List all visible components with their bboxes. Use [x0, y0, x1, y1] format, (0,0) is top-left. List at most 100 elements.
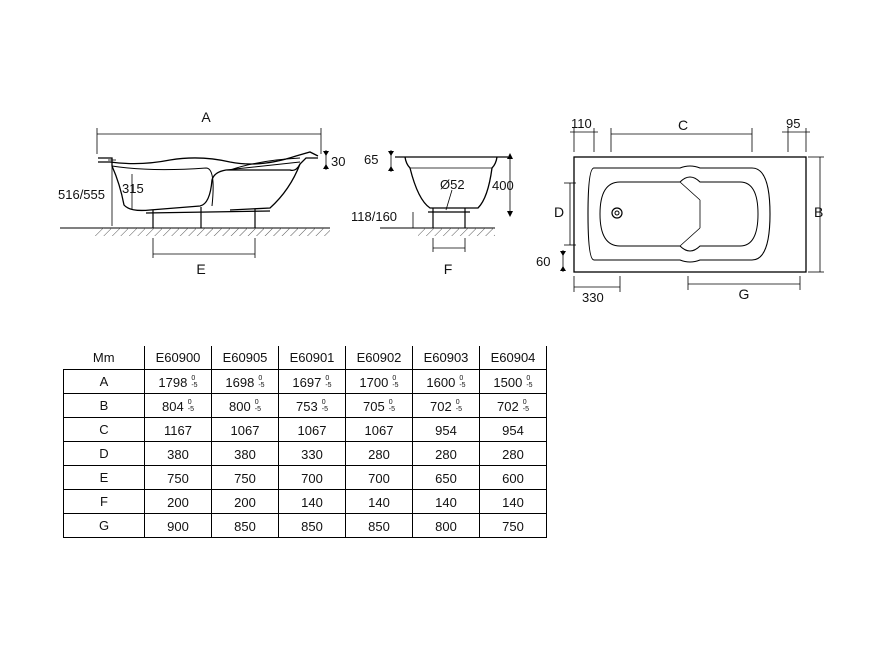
cell-value: 600: [502, 470, 524, 486]
side-tub-rim: [98, 151, 319, 165]
model-header: E60901: [278, 346, 346, 370]
top-bottom-offset-label: 60: [536, 254, 550, 269]
row-label: B: [63, 393, 145, 418]
top-left-margin-label: 110: [571, 116, 592, 131]
tolerance: 0-5: [188, 399, 194, 413]
side-legs: [145, 207, 271, 228]
top-label-d: D: [554, 204, 564, 220]
cell-value: 140: [435, 494, 457, 510]
table-cell: 200: [211, 489, 279, 514]
cell-value: 750: [502, 518, 524, 534]
model-header: E60904: [479, 346, 547, 370]
cell-value: 1067: [230, 422, 260, 438]
cell-value: 280: [368, 446, 390, 462]
tolerance: 0-5: [255, 399, 261, 413]
tolerance-lower: -5: [191, 382, 198, 390]
table-cell: 200: [144, 489, 212, 514]
tolerance-upper: 0: [258, 375, 263, 383]
cell-value: 1067: [364, 422, 394, 438]
tolerance-upper: 0: [455, 399, 460, 407]
cell-value: 330: [301, 446, 323, 462]
dimensions-table: Mm E60900 E60905 E60901 E60902 E60903 E6…: [63, 346, 547, 538]
cell-value: 1600: [426, 374, 456, 390]
table-cell: 750: [211, 465, 279, 490]
top-view: 110 C 95 D B 60 330 G: [536, 116, 824, 305]
table-cell: 330: [278, 441, 346, 466]
cell-value: 1700: [359, 374, 389, 390]
side-tub-outline: [98, 157, 318, 212]
row-label: G: [63, 513, 145, 538]
table-cell: 1067: [278, 417, 346, 442]
top-inner-floor: [599, 176, 759, 252]
cell-value: 954: [435, 422, 457, 438]
table-cell: 280: [345, 441, 413, 466]
table-cell: 700: [345, 465, 413, 490]
side-label-a: A: [201, 109, 211, 125]
tolerance-upper: 0: [392, 375, 397, 383]
table-cell: 850: [211, 513, 279, 538]
cell-value: 702: [497, 398, 519, 414]
cell-value: 750: [234, 470, 256, 486]
end-drain-label: Ø52: [440, 177, 465, 192]
tolerance: 0-5: [526, 375, 532, 389]
table-cell: 900: [144, 513, 212, 538]
cell-value: 650: [435, 470, 457, 486]
table-cell: 750: [144, 465, 212, 490]
tolerance-upper: 0: [459, 375, 464, 383]
end-label-f: F: [444, 261, 453, 277]
model-header: E60902: [345, 346, 413, 370]
tolerance-lower: -5: [258, 382, 265, 390]
side-height-label: 516/555: [58, 187, 105, 202]
cell-value: 705: [363, 398, 385, 414]
tolerance-lower: -5: [321, 406, 328, 414]
table-cell: 280: [412, 441, 480, 466]
table-cell: 1067: [211, 417, 279, 442]
tolerance-upper: 0: [388, 399, 393, 407]
top-label-g: G: [739, 286, 750, 302]
side-label-e: E: [196, 261, 205, 277]
table-cell: 700: [278, 465, 346, 490]
drain-leader: [445, 189, 453, 211]
top-inner-basin: [587, 165, 771, 263]
side-floor-hatch: [95, 228, 330, 236]
tolerance: 0-5: [258, 375, 264, 389]
tolerance-upper: 0: [526, 375, 531, 383]
tolerance-lower: -5: [187, 406, 194, 414]
table-cell: 140: [412, 489, 480, 514]
cell-value: 1067: [297, 422, 327, 438]
top-label-b: B: [814, 204, 823, 220]
end-rim-height-label: 65: [364, 152, 378, 167]
cell-value: 280: [435, 446, 457, 462]
table-cell: 140: [278, 489, 346, 514]
top-right-margin-label: 95: [786, 116, 800, 131]
cell-value: 1697: [292, 374, 322, 390]
tolerance: 0-5: [325, 375, 331, 389]
cell-value: 1698: [225, 374, 255, 390]
cell-value: 804: [162, 398, 184, 414]
row-label: A: [63, 369, 145, 394]
unit-label: Mm: [92, 350, 115, 365]
cell-value: 700: [368, 470, 390, 486]
cell-value: 280: [502, 446, 524, 462]
row-label: C: [63, 417, 145, 442]
cell-value: 954: [502, 422, 524, 438]
row-label: E: [63, 465, 145, 490]
cell-value: 200: [234, 494, 256, 510]
cell-value: 380: [167, 446, 189, 462]
row-label: F: [63, 489, 145, 514]
tolerance-lower: -5: [388, 406, 395, 414]
